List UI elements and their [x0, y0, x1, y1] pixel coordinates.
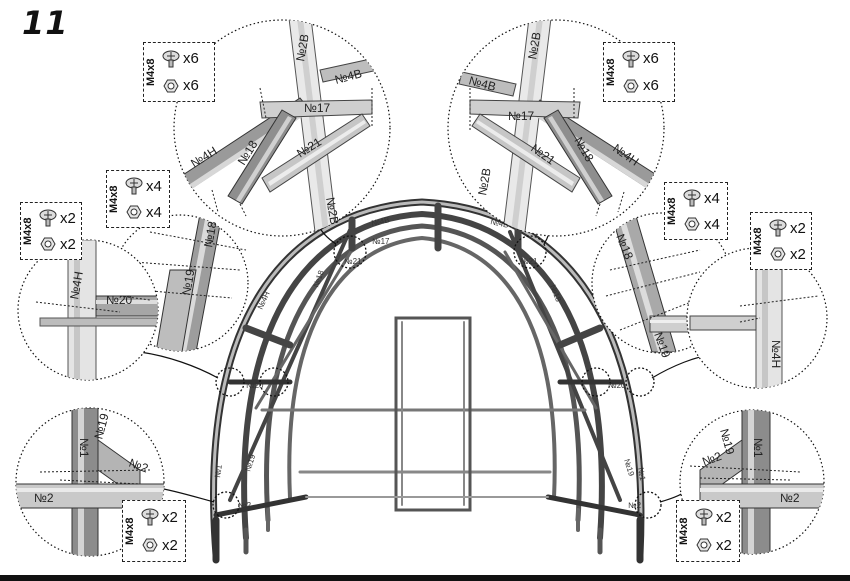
- svg-text:№2: №2: [238, 501, 252, 510]
- detail-circle-top-left: №2B №4B №17 №4H №18 №21 №2B: [173, 19, 391, 237]
- nut-qty: x2: [60, 235, 76, 253]
- nut-icon: [696, 538, 712, 552]
- detail-circle-mid-left-2: №4H №20: [17, 239, 159, 381]
- nut-icon: [126, 205, 142, 219]
- bolt-icon: [769, 219, 787, 237]
- label-4H: №4H: [67, 270, 86, 300]
- nut-icon: [142, 538, 158, 552]
- svg-text:№2: №2: [628, 501, 642, 510]
- svg-text:№21: №21: [344, 257, 362, 266]
- bolt-size-label: M4x8: [145, 58, 157, 86]
- bolt-qty: x6: [183, 50, 199, 68]
- label-17: №17: [304, 101, 331, 115]
- svg-text:№20: №20: [246, 381, 264, 390]
- label-17: №17: [508, 109, 535, 123]
- label-20: №20: [106, 293, 133, 307]
- bolt-size-label: M4x8: [124, 517, 136, 545]
- bolt-qty: x4: [704, 189, 720, 207]
- label-2B-bottom: №2B: [475, 167, 494, 197]
- bolt-qty: x6: [643, 50, 659, 68]
- nut-icon: [623, 79, 639, 93]
- nut-icon: [770, 247, 786, 261]
- nut-qty: x6: [183, 77, 199, 95]
- bolt-icon: [125, 177, 143, 195]
- bolt-icon: [695, 508, 713, 526]
- bolt-icon: [622, 50, 640, 68]
- callout-inner-labels: №21 №21 №20 №20 №2 №2: [238, 257, 642, 510]
- label-4H: №4H: [769, 340, 783, 368]
- bolt-qty: x2: [60, 209, 76, 227]
- detail-circle-mid-right-2: №4H: [686, 247, 828, 389]
- label-2B-top: №2B: [293, 33, 312, 63]
- label-1: №1: [77, 438, 91, 458]
- label-2B-bottom: №2B: [323, 196, 342, 226]
- bolt-size-label: M4x8: [22, 217, 34, 245]
- bolt-size-label: M4x8: [666, 197, 678, 225]
- bolt-size-label: M4x8: [108, 185, 120, 213]
- nut-qty: x4: [704, 215, 720, 233]
- label-19: №19: [179, 268, 197, 297]
- nut-qty: x6: [643, 77, 659, 95]
- bolt-qty: x2: [790, 219, 806, 237]
- hardware-box-bottom-right: M4x8 x2 x2: [676, 500, 740, 562]
- greenhouse-frame: [210, 198, 645, 564]
- label-19: №19: [717, 427, 737, 456]
- label-2: №2: [34, 491, 54, 505]
- bolt-icon: [683, 189, 701, 207]
- bolt-icon: [162, 50, 180, 68]
- bolt-qty: x4: [146, 177, 162, 195]
- label-1: №1: [751, 438, 765, 458]
- bolt-icon: [141, 508, 159, 526]
- nut-qty: x2: [716, 536, 732, 554]
- svg-text:№1: №1: [636, 467, 647, 482]
- label-2-small: №2: [700, 449, 723, 469]
- svg-text:№1: №1: [213, 464, 224, 479]
- step-number: 11: [22, 4, 69, 42]
- hardware-box-top-left: M4x8 x6 x6: [143, 42, 215, 102]
- label-4B: №4B: [467, 73, 497, 94]
- frame-callout-markers: [212, 235, 662, 519]
- nut-icon: [40, 237, 56, 251]
- svg-text:№4B: №4B: [371, 215, 391, 228]
- hardware-box-bottom-left: M4x8 x2 x2: [122, 500, 186, 562]
- bolt-icon: [39, 209, 57, 227]
- nut-qty: x2: [790, 245, 806, 263]
- svg-text:№17: №17: [372, 237, 390, 246]
- label-19: №19: [91, 412, 111, 441]
- hardware-box-mid-right: M4x8 x4 x4: [664, 182, 728, 240]
- hardware-box-far-right: M4x8 x2 x2: [750, 212, 812, 270]
- label-2: №2: [780, 491, 800, 505]
- label-4B: №4B: [333, 66, 363, 87]
- nut-qty: x2: [162, 536, 178, 554]
- hardware-box-far-left: M4x8 x2 x2: [20, 202, 82, 260]
- bolt-size-label: M4x8: [678, 517, 690, 545]
- nut-qty: x4: [146, 203, 162, 221]
- bolt-qty: x2: [716, 508, 732, 526]
- hardware-box-mid-left: M4x8 x4 x4: [106, 170, 170, 228]
- svg-text:№21: №21: [520, 257, 538, 266]
- bolt-size-label: M4x8: [752, 227, 764, 255]
- svg-text:№19: №19: [622, 458, 636, 478]
- label-18: №18: [201, 220, 219, 249]
- nut-icon: [684, 217, 700, 231]
- svg-text:№20: №20: [608, 381, 626, 390]
- bolt-qty: x2: [162, 508, 178, 526]
- nut-icon: [163, 79, 179, 93]
- detail-circle-top-right: №2B №4B №17 №2B №21 №18 №4H: [447, 19, 665, 237]
- bottom-rule: [0, 575, 850, 581]
- bolt-size-label: M4x8: [605, 58, 617, 86]
- hardware-box-top-right: M4x8 x6 x6: [603, 42, 675, 102]
- label-2B-top: №2B: [525, 31, 544, 61]
